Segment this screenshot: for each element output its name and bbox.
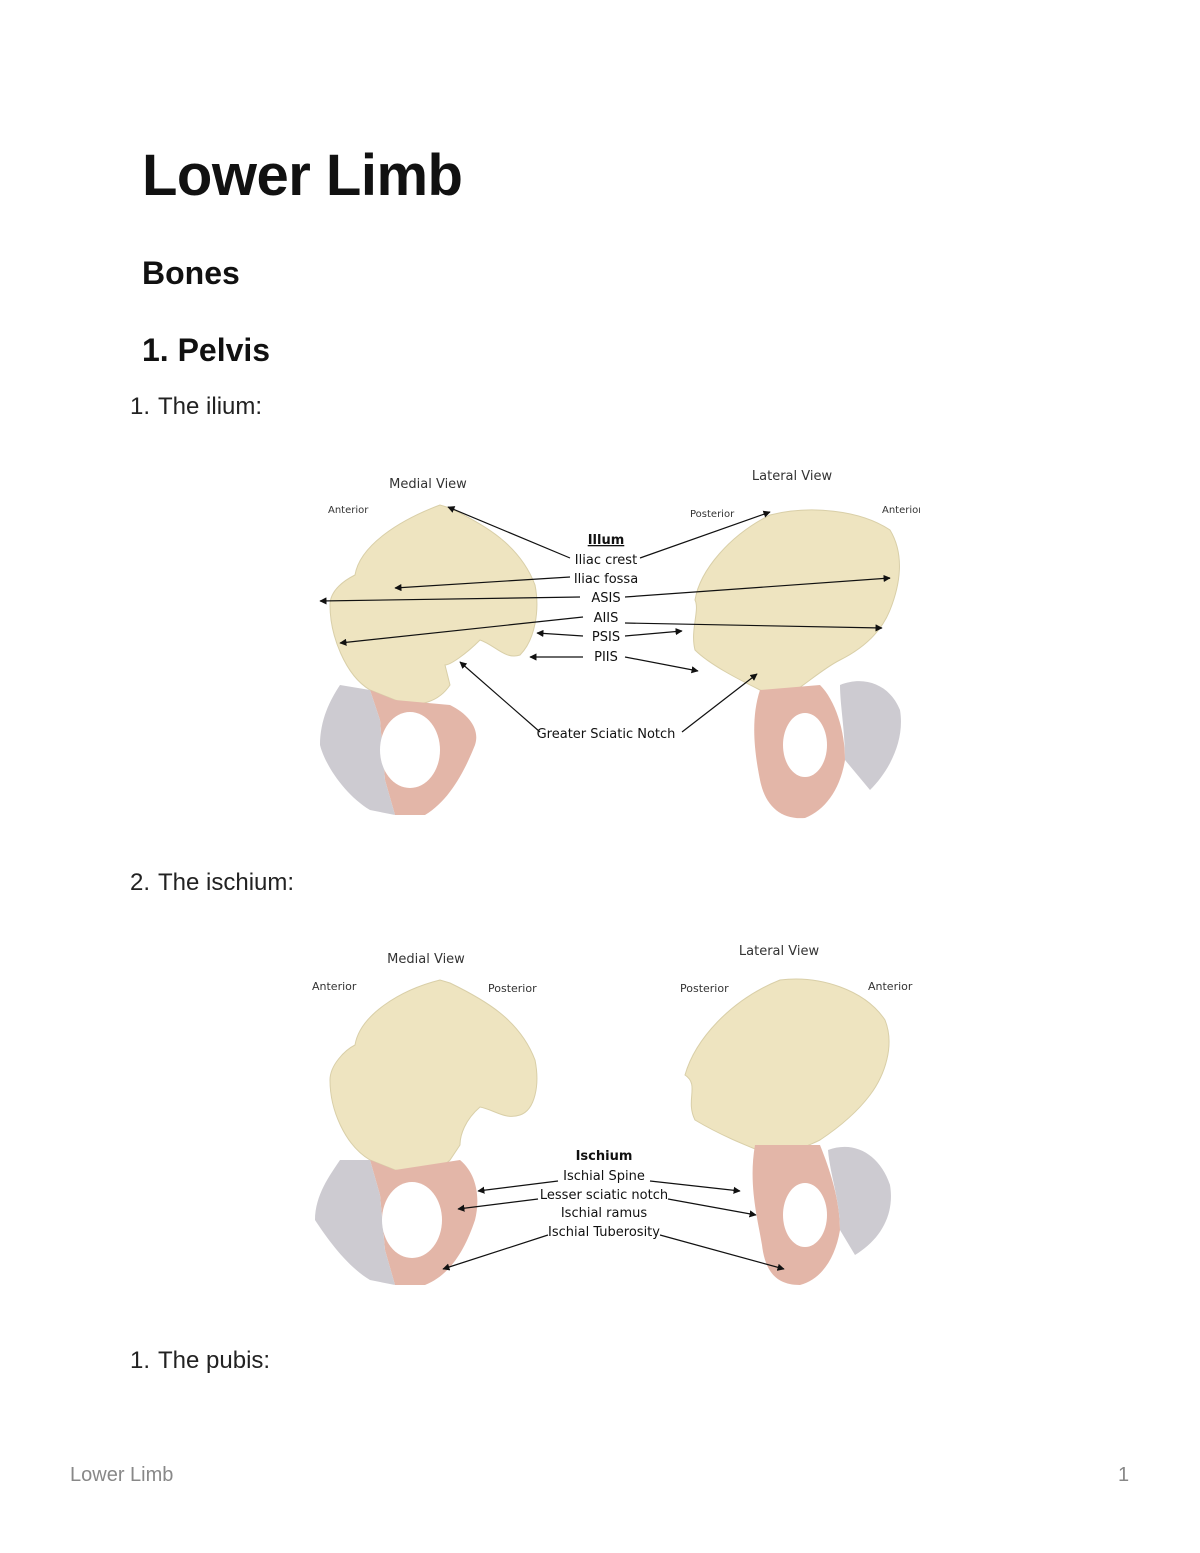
list-item-ischium: 2. The ischium: [116,869,294,897]
label-ischial-ramus: Ischial ramus [561,1206,648,1221]
section-heading: Bones [142,255,240,292]
posterior-label: Posterior [690,509,735,520]
posterior-label: Posterior [680,982,729,995]
medial-view-label: Medial View [387,952,465,967]
anterior-label: Anterior [868,980,913,993]
ischium-heading: Ischium [576,1149,633,1164]
label-psis: PSIS [592,630,620,645]
label-piis: PIIS [594,650,618,665]
lateral-hip-bone [685,979,891,1285]
document-title: Lower Limb [142,142,462,209]
label-greater-sciatic-notch: Greater Sciatic Notch [537,727,676,742]
label-aiis: AIIS [594,611,619,626]
lateral-view-label: Lateral View [739,944,820,959]
ilium-heading: Illum [588,533,625,548]
lateral-hip-bone [694,510,901,818]
label-asis: ASIS [591,591,620,606]
list-number: 1. [116,1347,150,1375]
anterior-label: Anterior [312,980,357,993]
list-number: 1. [116,393,150,421]
label-ischial-spine: Ischial Spine [563,1169,645,1184]
label-iliac-crest: Iliac crest [575,553,637,568]
anterior-label: Anterior [882,505,920,516]
medial-view-label: Medial View [389,477,467,492]
medial-hip-bone [315,980,537,1285]
ilium-figure: Medial View Lateral View Anterior Poster… [300,460,920,830]
label-ischial-tuberosity: Ischial Tuberosity [548,1225,660,1240]
list-text: The pubis: [158,1347,270,1374]
lateral-view-label: Lateral View [752,469,833,484]
list-item-pubis: 1. The pubis: [116,1347,270,1375]
list-item-ilium: 1. The ilium: [116,393,262,421]
subsection-heading: 1. Pelvis [142,332,270,369]
list-text: The ilium: [158,393,262,420]
list-number: 2. [116,869,150,897]
page-number: 1 [1118,1464,1129,1487]
footer-title: Lower Limb [70,1464,173,1487]
anterior-label: Anterior [328,505,369,516]
posterior-label: Posterior [488,982,537,995]
ischium-figure: Medial View Lateral View Anterior Poster… [300,935,920,1295]
list-text: The ischium: [158,869,294,896]
label-iliac-fossa: Iliac fossa [574,572,638,587]
label-lesser-sciatic-notch: Lesser sciatic notch [540,1188,668,1203]
medial-hip-bone [320,505,537,815]
